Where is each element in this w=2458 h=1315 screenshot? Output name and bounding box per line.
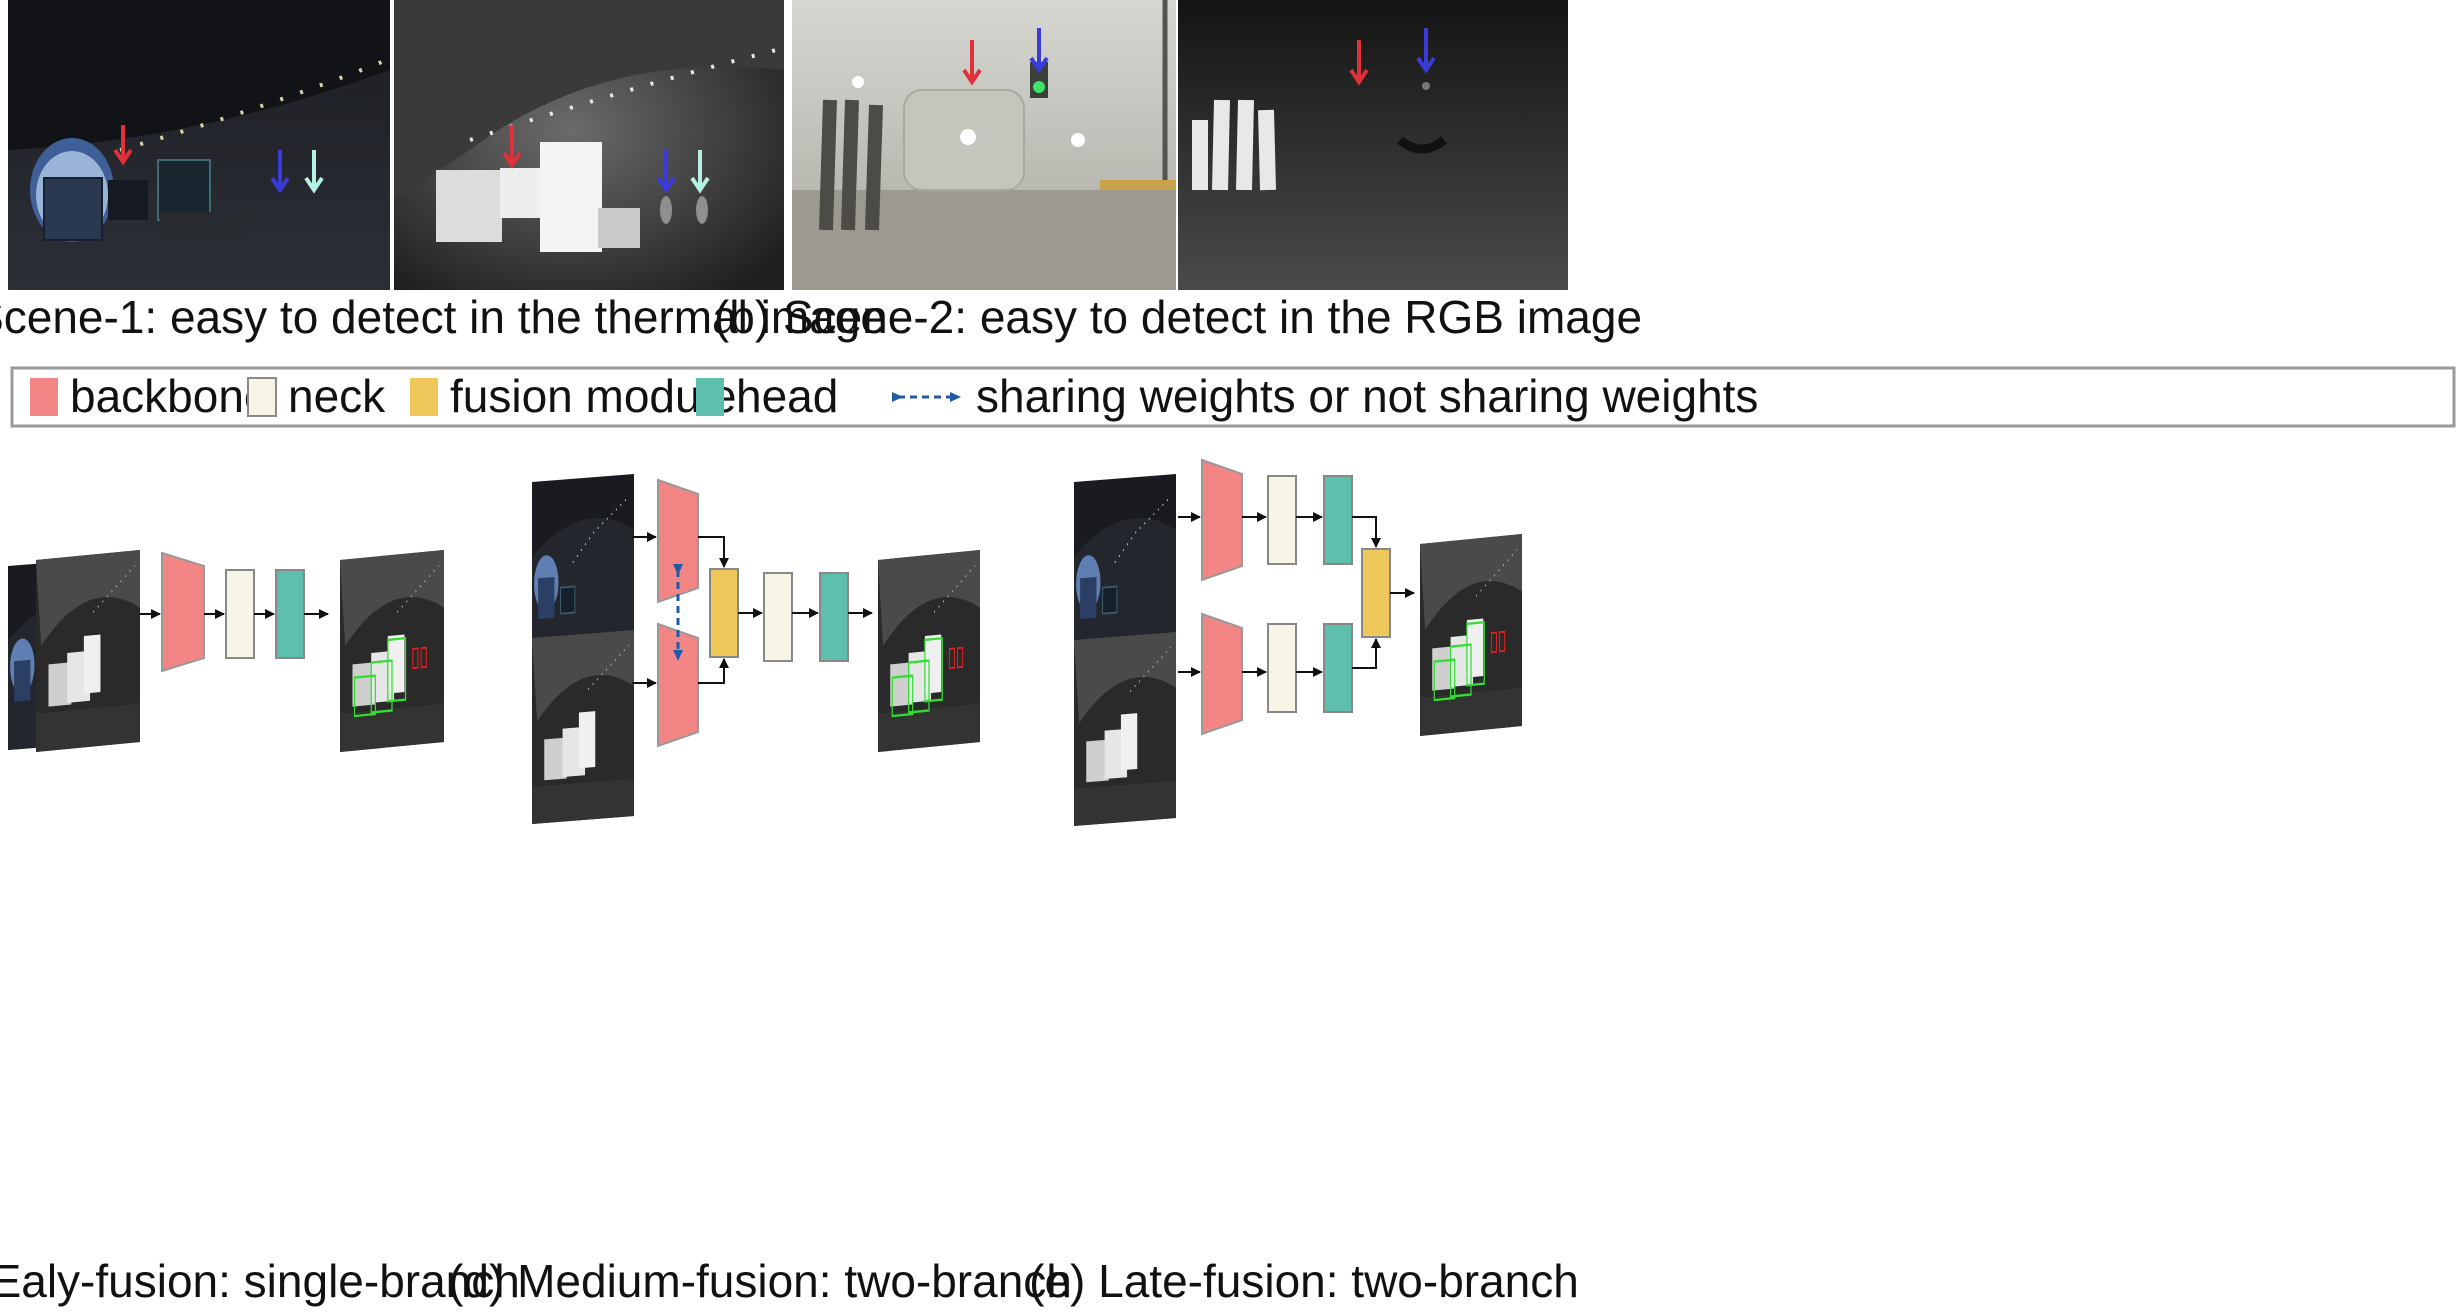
head-block-e-bottom	[1323, 623, 1353, 713]
backbone-block-d-bottom	[657, 622, 699, 748]
neck-block-e-top	[1267, 475, 1297, 565]
early-fusion-diagram	[7, 549, 445, 753]
caption-scene-2: (b) Scene-2: easy to detect in the RGB i…	[714, 291, 1642, 343]
caption-early-fusion: (c) Ealy-fusion: single-branch	[0, 1255, 520, 1307]
backbone-block-c	[161, 551, 205, 673]
head-block-d	[819, 572, 849, 662]
scene-1-rgb-image	[8, 0, 390, 290]
caption-scene-1: (a) Scene-1: easy to detect in the therm…	[0, 291, 886, 343]
scene-2-rgb-image	[792, 0, 1176, 290]
head-block-e-top	[1323, 475, 1353, 565]
neck-block-e-bottom	[1267, 623, 1297, 713]
late-fusion-diagram	[1073, 458, 1523, 827]
backbone-block-e-bottom	[1201, 612, 1243, 736]
caption-late-fusion: (e) Late-fusion: two-branch	[1029, 1255, 1579, 1307]
legend-swatch-fusion	[410, 378, 438, 416]
fusion-block-d	[709, 568, 739, 658]
neck-block-d	[763, 572, 793, 662]
backbone-block-d-top	[657, 478, 699, 604]
medium-fusion-diagram	[531, 473, 981, 825]
output-detection-image-d	[877, 549, 981, 753]
input-thermal-image-c	[35, 549, 141, 753]
neck-block-c	[225, 569, 255, 659]
legend: backbone neck fusion module head sharing…	[10, 366, 2456, 428]
output-detection-image-c	[339, 549, 445, 753]
fusion-block-e	[1361, 548, 1391, 638]
input-thermal-image-d	[531, 629, 635, 825]
legend-label-head: head	[736, 370, 838, 422]
caption-medium-fusion: (d) Medium-fusion: two-branch	[448, 1255, 1072, 1307]
backbone-block-e-top	[1201, 458, 1243, 582]
legend-swatch-head	[696, 378, 724, 416]
legend-label-fusion: fusion module	[450, 370, 736, 422]
legend-label-sharing: sharing weights or not sharing weights	[976, 370, 1758, 422]
indicator-arrows	[113, 28, 1436, 194]
scene-1-thermal-image	[394, 0, 784, 290]
scene-2-thermal-image	[1178, 0, 1568, 290]
output-detection-image-e	[1419, 533, 1523, 737]
legend-swatch-neck	[247, 377, 277, 417]
legend-label-backbone: backbone	[70, 370, 270, 422]
input-thermal-image-e	[1073, 631, 1177, 827]
legend-label-neck: neck	[288, 370, 386, 422]
legend-swatch-backbone	[30, 378, 58, 416]
head-block-c	[275, 569, 305, 659]
